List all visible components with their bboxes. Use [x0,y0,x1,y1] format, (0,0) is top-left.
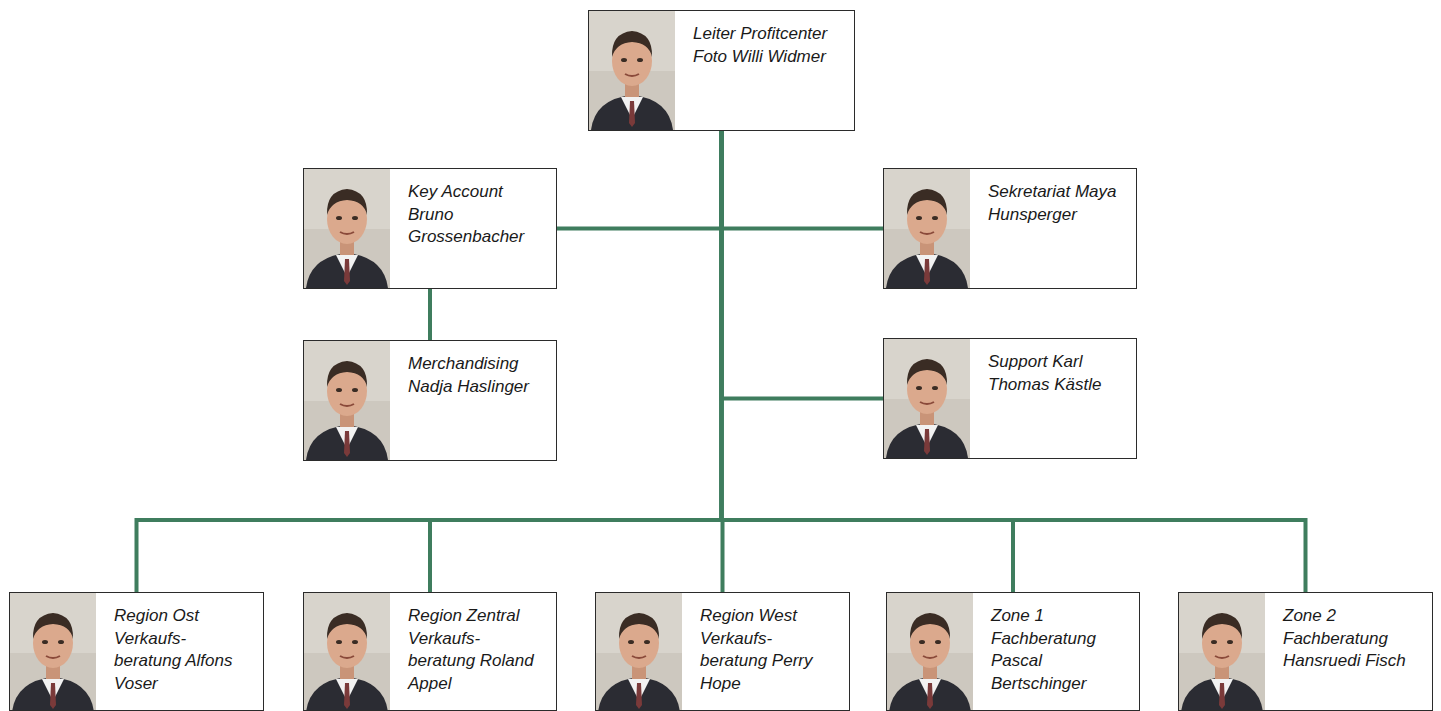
person-box: Merchandising Nadja Haslinger [303,340,557,461]
org-connector [137,131,722,592]
portrait-photo [304,593,390,711]
portrait-photo [884,169,970,288]
role-name-text: Region West Verkaufs- beratung Perry Hop… [700,605,843,695]
portrait-photo [884,339,970,458]
org-connector [557,131,722,229]
person-box: Sekretariat Maya Hunsperger [883,168,1137,289]
org-connector [722,131,884,229]
org-connector [722,131,1014,592]
org-connector [428,289,432,340]
role-name-text: Region Zentral Verkaufs- beratung Roland… [408,605,550,695]
role-name-text: Key Account Bruno Grossenbacher [408,181,550,249]
person-box: Zone 1 Fachberatung Pascal Bertschinger [886,592,1140,711]
portrait-photo [304,169,390,288]
portrait-photo [596,593,682,711]
org-connector [722,131,884,399]
portrait-photo [304,341,390,460]
role-name-text: Sekretariat Maya Hunsperger [988,181,1130,226]
role-name-text: Zone 1 Fachberatung Pascal Bertschinger [991,605,1133,695]
person-box: Region Ost Verkaufs- beratung Alfons Vos… [9,592,264,711]
portrait-photo [1179,593,1265,711]
person-box: Support Karl Thomas Kästle [883,338,1137,459]
role-name-text: Leiter Profitcenter Foto Willi Widmer [693,23,848,68]
person-box: Region Zentral Verkaufs- beratung Roland… [303,592,557,711]
role-name-text: Region Ost Verkaufs- beratung Alfons Vos… [114,605,257,695]
person-box: Zone 2 Fachberatung Hansruedi Fisch [1178,592,1433,711]
person-box: Key Account Bruno Grossenbacher [303,168,557,289]
person-box: Region West Verkaufs- beratung Perry Hop… [595,592,850,711]
org-connector [722,131,1306,592]
role-name-text: Zone 2 Fachberatung Hansruedi Fisch [1283,605,1426,673]
role-name-text: Merchandising Nadja Haslinger [408,353,550,398]
portrait-photo [887,593,973,711]
role-name-text: Support Karl Thomas Kästle [988,351,1130,396]
portrait-photo [589,11,675,130]
portrait-photo [10,593,96,711]
person-box: Leiter Profitcenter Foto Willi Widmer [588,10,855,131]
